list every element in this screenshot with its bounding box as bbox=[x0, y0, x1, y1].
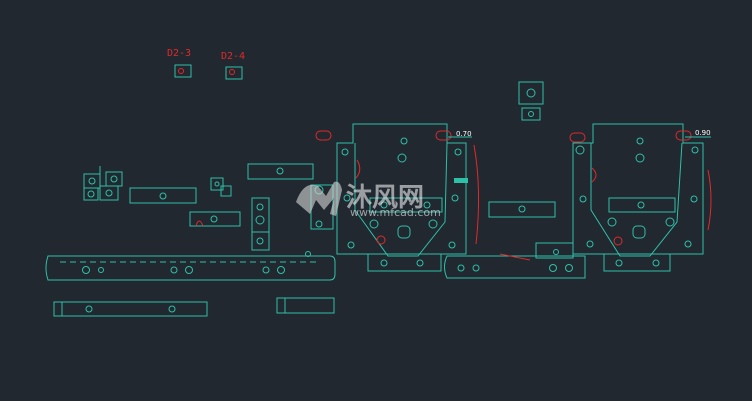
bar-bottom-long bbox=[53, 301, 208, 317]
block-cluster-left bbox=[83, 166, 123, 201]
bar-bottom-short bbox=[276, 297, 335, 314]
vertical-column-part bbox=[251, 197, 270, 251]
bar-short-3 bbox=[189, 211, 241, 227]
dimension-label-right: 0.90 bbox=[695, 129, 711, 137]
part-d2-4: D2-4 bbox=[221, 51, 245, 80]
dimension-label-left: 0.70 bbox=[456, 130, 472, 138]
watermark: 沐风网 www.mfcad.com bbox=[296, 181, 441, 219]
bar-short-2 bbox=[247, 163, 314, 180]
mf-logo-icon bbox=[296, 181, 342, 216]
watermark-url: www.mfcad.com bbox=[350, 206, 441, 219]
part-d2-3: D2-3 bbox=[167, 48, 192, 78]
small-block-pair bbox=[210, 177, 232, 197]
watermark-brand: 沐风网 bbox=[346, 183, 424, 213]
part-label-d2-3: D2-3 bbox=[167, 48, 191, 59]
bar-short-1 bbox=[129, 187, 197, 204]
part-label-d2-4: D2-4 bbox=[221, 51, 245, 62]
long-bar-slotted bbox=[45, 251, 336, 281]
rail-middle-small bbox=[488, 201, 556, 218]
main-plate-left: 0.70 bbox=[310, 123, 480, 272]
main-plate-right: 0.90 bbox=[569, 123, 712, 272]
block-top-center bbox=[518, 81, 544, 121]
